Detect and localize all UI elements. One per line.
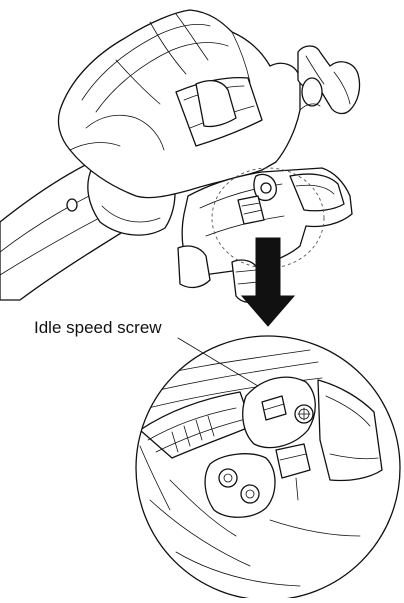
engine-body [0,9,361,303]
zoom-detail-view [135,335,401,601]
down-arrow-icon [240,237,296,327]
idle-speed-screw-icon [294,404,314,424]
idle-speed-screw-label: Idle speed screw [34,318,162,337]
